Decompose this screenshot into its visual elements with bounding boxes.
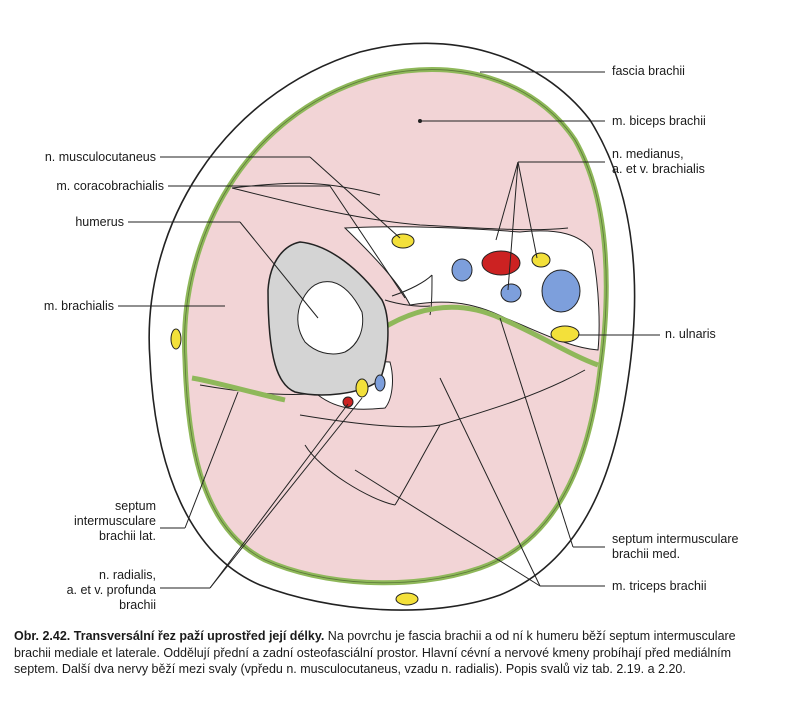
leader-lines (118, 71, 660, 589)
label-ulnaris: n. ulnaris (665, 327, 716, 341)
label-brachialis: m. brachialis (43, 299, 114, 313)
humerus-medulla (297, 281, 364, 355)
label-radialis-1: n. radialis, (99, 568, 156, 582)
v-brachialis-1 (451, 258, 473, 282)
a-brachialis (481, 250, 521, 276)
label-humerus: humerus (75, 215, 124, 229)
caption-text: Na povrchu je fascia brachii a od ní k h… (14, 629, 736, 676)
arm-cross-section-diagram (118, 42, 660, 611)
label-septum-lat-3: brachii lat. (99, 529, 156, 543)
label-medianus-1: n. medianus, (612, 147, 684, 161)
n-radialis (355, 378, 369, 398)
label-septum-lat-1: septum (115, 499, 156, 513)
label-fascia-brachii: fascia brachii (612, 64, 685, 78)
n-cutaneus-antebrachii-post (395, 592, 419, 606)
label-musculocutaneus: n. musculocutaneus (44, 150, 156, 164)
septum-intermusculare-med (378, 304, 599, 368)
label-radialis-3: brachii (119, 598, 156, 612)
label-triceps: m. triceps brachii (612, 579, 707, 593)
v-cephalica (170, 328, 182, 350)
figure-caption: Obr. 2.42. Transversální řez paží uprost… (14, 628, 774, 678)
label-septum-lat-2: intermusculare (74, 514, 156, 528)
caption-title: Obr. 2.42. Transversální řez paží uprost… (14, 629, 325, 643)
label-coracobrachialis: m. coracobrachialis (56, 179, 164, 193)
v-profunda (374, 374, 386, 392)
v-brachialis-2 (500, 283, 522, 303)
n-medianus (531, 252, 551, 268)
label-septum-med-1: septum intermusculare (612, 532, 739, 546)
v-basilica (541, 269, 581, 313)
n-ulnaris (550, 325, 580, 343)
a-profunda-brachii (342, 396, 354, 408)
label-biceps: m. biceps brachii (612, 114, 706, 128)
label-medianus-2: a. et v. brachialis (612, 162, 705, 176)
label-septum-med-2: brachii med. (612, 547, 681, 561)
n-musculocutaneus (391, 233, 415, 249)
septum-intermusculare-lat (191, 375, 286, 403)
label-radialis-2: a. et v. profunda (66, 583, 156, 597)
